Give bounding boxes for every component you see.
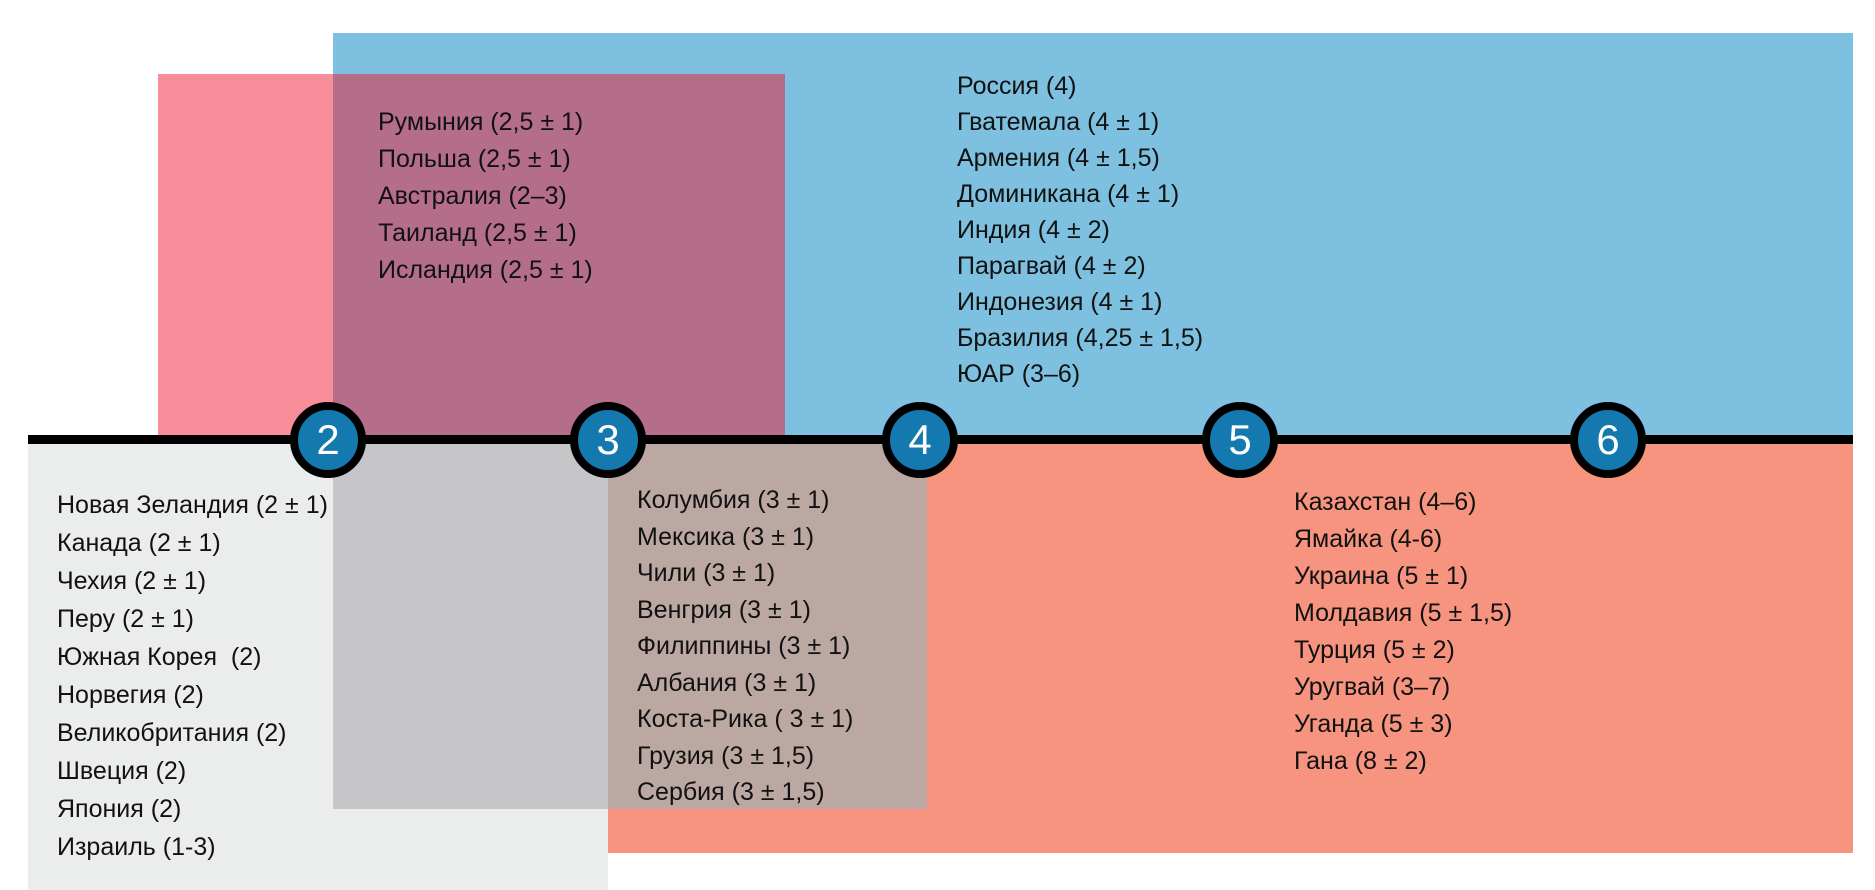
axis-tick-circle-2: 2 xyxy=(290,402,366,478)
country-item: Перу (2 ± 1) xyxy=(57,605,195,633)
band-purple-overlap-target-2-5 xyxy=(333,74,785,435)
axis-tick-circle-6: 6 xyxy=(1570,402,1646,478)
axis-tick-circle-3: 3 xyxy=(570,402,646,478)
country-list-target-4: Россия (4) Гватемала (4 ± 1) Армения (4 ± … xyxy=(957,68,1203,392)
country-list-target-5: Казахстан (4–6) Ямайка (4-6) Украина (5 ± … xyxy=(1294,484,1512,780)
country-item: Турция (5 ± 2) xyxy=(1294,636,1455,664)
country-item: Филиппины (3 ± 1) xyxy=(637,632,851,660)
country-item: Израиль (1-3) xyxy=(57,833,216,861)
band-brown-overlap-target-3 xyxy=(608,444,927,809)
country-list-target-3: Колумбия (3 ± 1) Мексика (3 ± 1) Чили (3 ±… xyxy=(637,482,853,811)
country-item: Таиланд (2,5 ± 1) xyxy=(378,219,577,247)
country-item: Гватемала (4 ± 1) xyxy=(957,108,1160,136)
country-item: Грузия (3 ± 1,5) xyxy=(637,741,815,770)
band-gray-overlap xyxy=(333,444,608,809)
country-item: Великобритания (2) xyxy=(57,719,287,747)
country-item: Новая Зеландия (2 ± 1) xyxy=(57,491,328,519)
country-item: Польша (2,5 ± 1) xyxy=(378,145,571,173)
country-item: Армения (4 ± 1,5) xyxy=(957,144,1160,172)
country-item: ЮАР (3–6) xyxy=(957,360,1081,388)
band-pink-target-2-5 xyxy=(158,74,333,435)
country-item: Колумбия (3 ± 1) xyxy=(637,486,830,514)
country-item: Румыния (2,5 ± 1) xyxy=(378,108,584,136)
country-item: Гана (8 ± 2) xyxy=(1294,747,1427,775)
country-item: Коста-Рика ( 3 ± 1) xyxy=(637,705,854,733)
country-item: Россия (4) xyxy=(957,72,1077,100)
country-list-target-2: Новая Зеландия (2 ± 1) Канада (2 ± 1) Чехи… xyxy=(57,486,328,866)
country-item: Уругвай (3–7) xyxy=(1294,673,1451,701)
country-item: Индонезия (4 ± 1) xyxy=(957,288,1163,316)
country-item: Мексика (3 ± 1) xyxy=(637,522,815,551)
country-item: Япония (2) xyxy=(57,795,182,823)
country-item: Швеция (2) xyxy=(57,757,187,785)
country-item: Австралия (2–3) xyxy=(378,182,567,210)
country-item: Парагвай (4 ± 2) xyxy=(957,252,1146,280)
country-item: Украина (5 ± 1) xyxy=(1294,562,1469,590)
axis-tick-circle-4: 4 xyxy=(882,402,958,478)
country-item: Ямайка (4-6) xyxy=(1294,525,1443,553)
country-item: Чехия (2 ± 1) xyxy=(57,567,207,595)
country-item: Казахстан (4–6) xyxy=(1294,488,1477,516)
country-item: Бразилия (4,25 ± 1,5) xyxy=(957,324,1204,352)
axis-tick-circle-5: 5 xyxy=(1202,402,1278,478)
country-item: Венгрия (3 ± 1) xyxy=(637,595,811,624)
country-item: Уганда (5 ± 3) xyxy=(1294,710,1453,738)
country-item: Индия (4 ± 2) xyxy=(957,216,1110,244)
country-item: Исландия (2,5 ± 1) xyxy=(378,256,593,284)
country-item: Молдавия (5 ± 1,5) xyxy=(1294,599,1513,627)
country-item: Сербия (3 ± 1,5) xyxy=(637,778,825,806)
country-item: Канада (2 ± 1) xyxy=(57,529,221,557)
country-item: Южная Корея (2) xyxy=(57,643,262,671)
country-item: Албания (3 ± 1) xyxy=(637,668,817,697)
country-list-target-2-5: Румыния (2,5 ± 1) Польша (2,5 ± 1) Австрал… xyxy=(378,104,593,289)
country-item: Чили (3 ± 1) xyxy=(637,559,776,587)
country-item: Норвегия (2) xyxy=(57,681,204,709)
country-item: Доминикана (4 ± 1) xyxy=(957,180,1180,208)
